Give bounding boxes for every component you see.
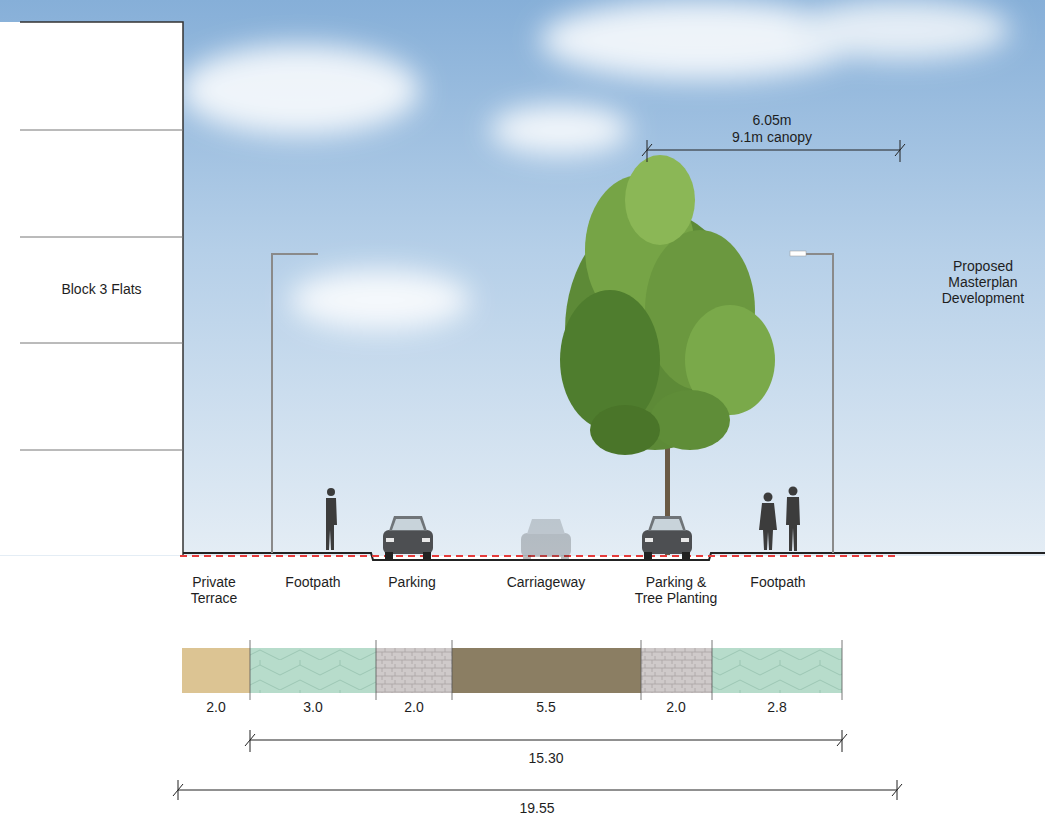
dimension-line [173,730,902,800]
width-value: 2.0 [191,699,241,715]
person-silhouette [326,487,800,552]
person-silhouette [326,498,337,550]
material-bands [250,640,842,700]
drawing-part [644,552,652,559]
car [383,516,692,560]
dimension-text: 6.05m [717,112,827,128]
building-outline [0,22,183,555]
material-bands [712,648,842,693]
person-silhouette [327,488,335,496]
drawing-part [385,552,393,559]
drawing-part [521,533,571,557]
drawing-part [383,530,433,554]
zone-label: Footpath [733,574,823,590]
drawing-part [561,555,569,560]
total-width: 19.55 [502,800,572,816]
building-outline [20,130,183,450]
drawing-part [180,45,420,135]
sky [0,0,1045,556]
drawing-part [790,0,1010,60]
person-silhouette [786,497,800,551]
drawing-part [423,552,431,559]
drawing-part [681,538,689,542]
drawing-part [682,552,690,559]
drawing-part [392,519,424,530]
person-silhouette [764,493,773,502]
drawing-part [651,519,683,530]
street-tree [650,390,730,450]
total-width: 15.30 [511,750,581,766]
drawing-part [642,530,692,554]
drawing-part [490,105,630,155]
street-tree [625,155,695,245]
dimension-line [245,730,847,752]
zone-label: Footpath [268,574,358,590]
context-label: Proposed Masterplan Development [927,258,1039,306]
person-silhouette [789,487,798,496]
material-bands [250,648,376,693]
drawing-part [386,538,394,542]
material-bands [452,648,641,693]
drawing-part [389,516,427,531]
street-tree [560,155,775,555]
street-lamp [790,251,806,256]
person-silhouette [759,503,777,550]
width-value: 3.0 [288,699,338,715]
building-outline [0,22,183,555]
material-bands [376,648,452,693]
street-tree [590,405,660,455]
street-lamp [272,254,318,553]
building-label: Block 3 Flats [61,281,141,297]
width-value: 2.8 [752,699,802,715]
drawing-part [527,519,565,534]
drawing-part [290,270,470,330]
dimension-line [173,780,902,800]
width-value: 2.0 [389,699,439,715]
material-bands [641,648,712,693]
building-block: Block 3 Flats [20,22,183,555]
sky [0,0,1045,556]
building-outline [20,22,183,555]
width-value: 2.0 [651,699,701,715]
drawing-part [648,516,686,531]
material-bands [182,640,842,700]
zone-label: Parking & Tree Planting [634,574,718,606]
zone-label: Parking [372,574,452,590]
width-value: 5.5 [521,699,571,715]
material-bands [182,648,250,693]
drawing-part [523,555,531,560]
zone-label: Private Terrace [176,574,252,606]
ground-profile [180,553,1045,560]
dimension-text: 9.1m canopy [717,129,827,145]
drawing-part [422,538,430,542]
zone-label: Carriageway [486,574,606,590]
drawing-part [645,538,653,542]
